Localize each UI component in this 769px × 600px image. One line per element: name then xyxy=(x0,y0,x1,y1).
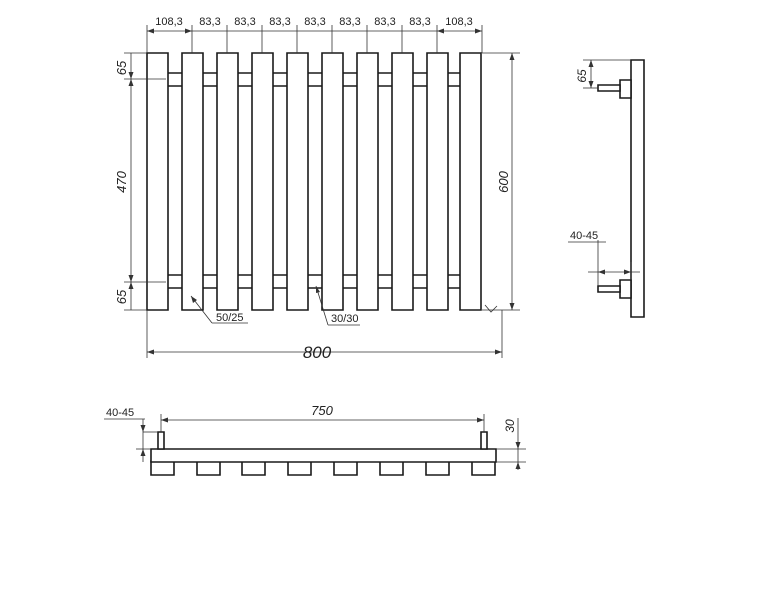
front-view: 108,3 83,3 83,3 83,3 83,3 83,3 83,3 83,3… xyxy=(114,16,520,362)
vertical-bar xyxy=(357,53,378,310)
left-dim-top-label: 65 xyxy=(114,60,129,75)
left-dimension-chain: 65 470 65 xyxy=(114,53,166,310)
break-mark xyxy=(485,305,497,312)
vertical-bar xyxy=(287,53,308,310)
bottom-view: 750 40-45 30 xyxy=(104,403,526,475)
vertical-bar xyxy=(147,53,168,310)
side-bracket-dimension: 40-45 xyxy=(568,230,640,286)
bar-stub xyxy=(288,461,311,475)
top-dimension-chain: 108,3 83,3 83,3 83,3 83,3 83,3 83,3 83,3… xyxy=(147,16,482,53)
top-dim-label: 108,3 xyxy=(445,16,473,28)
bottom-bracket-right xyxy=(481,432,487,449)
side-top-dim-label: 65 xyxy=(575,69,589,83)
side-bracket-dim-label: 40-45 xyxy=(570,230,598,242)
bar-stub xyxy=(426,461,449,475)
top-collector-tube xyxy=(166,73,462,86)
tube-leader: 30/30 xyxy=(316,286,360,325)
side-collector-bottom xyxy=(620,280,631,298)
vertical-bar xyxy=(460,53,481,310)
bar-stub xyxy=(380,461,403,475)
bottom-collector-tube xyxy=(166,275,462,288)
bottom-bracket-dimension: 40-45 xyxy=(104,407,158,462)
side-panel xyxy=(631,60,644,317)
side-view: 65 40-45 xyxy=(568,60,644,317)
vertical-bar xyxy=(252,53,273,310)
bar-stub xyxy=(334,461,357,475)
top-dim-label: 83,3 xyxy=(269,16,290,28)
bar-stub xyxy=(151,461,174,475)
top-dim-label: 83,3 xyxy=(374,16,395,28)
top-dim-label: 108,3 xyxy=(155,16,183,28)
top-dim-label: 83,3 xyxy=(199,16,220,28)
side-top-dimension: 65 xyxy=(575,60,631,88)
span-dimension: 750 xyxy=(161,403,484,432)
top-dim-label: 83,3 xyxy=(339,16,360,28)
vertical-bars xyxy=(147,53,481,310)
depth-dimension: 30 xyxy=(496,418,526,470)
height-dim-label: 600 xyxy=(496,170,511,192)
top-dim-label: 83,3 xyxy=(409,16,430,28)
top-dim-label: 83,3 xyxy=(304,16,325,28)
bar-stub xyxy=(197,461,220,475)
profile-leader: 50/25 xyxy=(191,296,248,324)
width-dimension: 800 xyxy=(147,310,502,362)
vertical-bar xyxy=(392,53,413,310)
bottom-rail xyxy=(151,449,496,462)
vertical-bar xyxy=(427,53,448,310)
left-dim-bottom-label: 65 xyxy=(114,289,129,304)
vertical-bar xyxy=(322,53,343,310)
tube-label: 30/30 xyxy=(331,313,359,325)
bottom-bracket-dim-label: 40-45 xyxy=(106,407,134,419)
span-dim-label: 750 xyxy=(311,403,333,418)
bar-stub xyxy=(242,461,265,475)
side-bracket-bottom xyxy=(598,286,620,292)
vertical-bar xyxy=(217,53,238,310)
depth-dim-label: 30 xyxy=(503,419,517,433)
vertical-bar xyxy=(182,53,203,310)
top-dim-label: 83,3 xyxy=(234,16,255,28)
side-collector-top xyxy=(620,80,631,98)
side-bracket-top xyxy=(598,85,620,91)
profile-label: 50/25 xyxy=(216,312,244,324)
height-dimension: 600 xyxy=(482,53,520,310)
left-dim-middle-label: 470 xyxy=(114,170,129,192)
width-dim-label: 800 xyxy=(303,343,332,362)
bottom-bracket-left xyxy=(158,432,164,449)
bar-stub xyxy=(472,461,495,475)
bottom-bar-stubs xyxy=(151,461,495,475)
